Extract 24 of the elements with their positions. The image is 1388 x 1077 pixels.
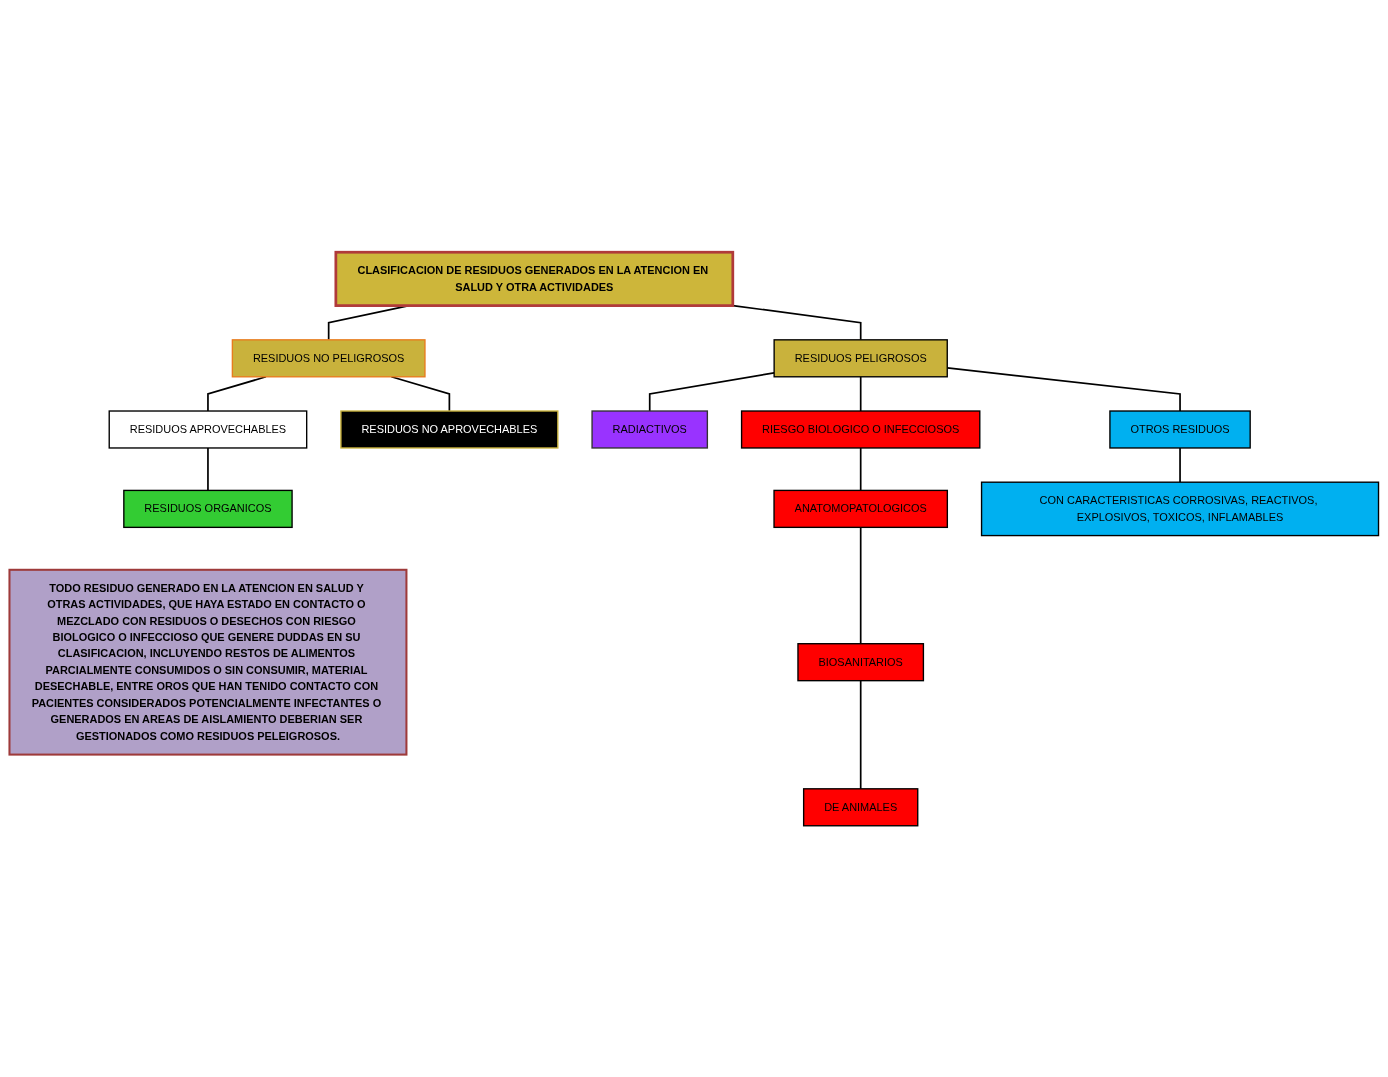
node-box: RIESGO BIOLOGICO O INFECCIOSOS [740,409,981,449]
connector [731,304,862,341]
node-box: RADIACTIVOS [591,409,709,449]
node-box: RESIDUOS APROVECHABLES [108,409,308,449]
node-box: TODO RESIDUO GENERADO EN LA ATENCION EN SALUD Y OTRAS ACTIVIDADES, QUE HAYA ESTADO EN CONTACTO O MEZCLADO CON RESIDUOS O DESECHOS CON RIESGO BIOLOGICO O INFECCIOSO QUE GENERE DUDDAS EN SU CLASIFICACION, INCLUYENDO RESTOS DE ALIMENTOS PARCIALMENTE CONSUMIDOS O SIN CONSUMIR, MATERIAL DESECHABLE, ENTRE OROS QUE HAN TENIDO CONTACTO CON PACIENTES CONSIDERADOS POTENCIALMENTE INFECTANTES O GENERADOS EN AREAS DE AISLAMIENTO DEBERIAN SER GESTIONADOS COMO RESIDUOS PELEIGROSOS. [8,568,408,756]
connector [207,446,209,491]
connector [1179,446,1181,483]
connector [859,679,862,790]
node-box: RESIDUOS NO PELIGROSOS [231,338,426,377]
node-box: OTROS RESIDUOS [1109,409,1251,449]
node-box: RESIDUOS PELIGROSOS [773,338,948,377]
node-box: CON CARACTERISTICAS CORROSIVAS, REACTIVOS, EXPLOSIVOS, TOXICOS, INFLAMABLES [980,481,1380,536]
node-box: DE ANIMALES [802,787,919,826]
connector [859,446,862,491]
connector [390,375,451,412]
node-box: RESIDUOS ORGANICOS [123,489,293,528]
connector [207,375,267,412]
node-box: BIOSANITARIOS [797,642,925,681]
node-box: CLASIFICACION DE RESIDUOS GENERADOS EN LA ATENCION EN SALUD Y OTRA ACTIVIDADES [334,250,735,307]
connector [859,526,862,645]
connector [648,371,775,412]
node-box: RESIDUOS NO APROVECHABLES [340,409,559,449]
node-box: ANATOMOPATOLOGICOS [773,489,949,528]
connector [859,375,862,412]
